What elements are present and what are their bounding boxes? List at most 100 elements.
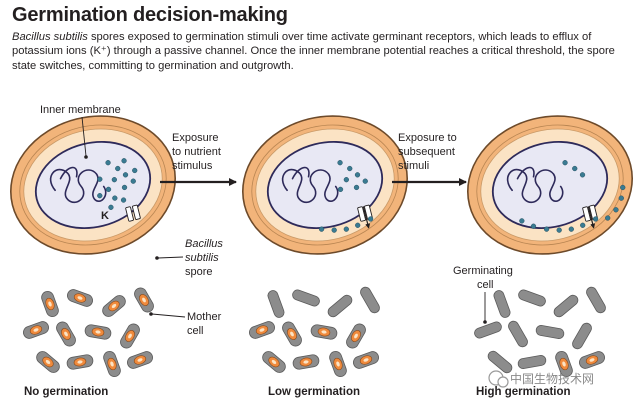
- potassium-ion-outside: [355, 222, 361, 228]
- mother-cell: [66, 354, 94, 370]
- germinating-cell: [292, 289, 320, 307]
- mother-cell: [579, 351, 605, 369]
- potassium-ion-outside: [556, 227, 562, 233]
- mother-cell-spore-core: [290, 331, 294, 337]
- spore-coat-line: [251, 124, 399, 246]
- mother-cell: [23, 321, 49, 339]
- mother-cell: [262, 351, 286, 373]
- ion-channel-left: [357, 206, 366, 222]
- figure-caption: Bacillus subtilis spores exposed to germ…: [12, 30, 632, 73]
- potassium-ion-inside: [347, 165, 353, 172]
- potassium-ion-inside: [562, 160, 568, 166]
- panel-label-high-germination: High germination: [476, 386, 571, 398]
- potassium-ion-outside: [530, 223, 537, 229]
- germinating-cell-body: [487, 350, 513, 374]
- potassium-ion-outside: [618, 195, 624, 201]
- mother-cell-spore-core: [95, 330, 101, 334]
- spore-label-line-1: Bacillus: [185, 238, 223, 250]
- ion-channel-left: [582, 206, 591, 222]
- germinating-cell-label-line-1: Germinating: [453, 265, 513, 277]
- cell-population-group: [23, 286, 606, 377]
- efflux-arrow: [362, 206, 371, 229]
- potassium-ion-outside: [543, 226, 550, 232]
- germinating-cell-body: [474, 321, 502, 339]
- spore-group: [10, 115, 633, 255]
- spore-coat-line: [19, 124, 167, 246]
- germinating-cell: [518, 289, 546, 307]
- dna-squiggle: [49, 166, 107, 204]
- mother-cell-spore-core: [64, 331, 68, 337]
- mother-cell: [134, 287, 154, 313]
- potassium-ion-inside: [353, 184, 360, 191]
- spore-label-line-3: spore: [185, 266, 213, 278]
- mother-cell-spore-core: [363, 358, 369, 362]
- potassium-ion-inside: [108, 204, 114, 210]
- mother-cell-spore-core: [45, 359, 51, 365]
- potassium-ion-outside: [331, 227, 337, 233]
- germinating-cell-body: [508, 320, 528, 348]
- arrow-2-label-line-1: Exposure to: [398, 132, 457, 144]
- germinating-cell-body: [360, 286, 380, 314]
- spore-coat-line: [476, 124, 624, 246]
- mother-cell-label-line-1: Mother: [187, 311, 222, 323]
- watermark: 中国生物技术网: [488, 370, 594, 388]
- germinating-cell-leader-dot: [483, 320, 487, 324]
- mother-cell: [282, 321, 302, 347]
- mother-cell-spore-core: [271, 359, 277, 365]
- potassium-ion-outside: [519, 218, 525, 224]
- arrow-1-label-line-2: to nutrient: [172, 146, 221, 158]
- germinating-cell-body: [267, 290, 285, 318]
- mother-cell-spore-core: [303, 360, 309, 364]
- spore-leader-dot: [155, 256, 159, 260]
- germinating-cell-body: [535, 325, 565, 339]
- mother-cell: [249, 321, 275, 339]
- arrow-2-label-line-3: stimuli: [398, 160, 429, 172]
- spore-label-leader: [157, 256, 184, 259]
- potassium-ion-inside: [122, 172, 129, 178]
- potassium-ion-outside: [580, 222, 586, 228]
- spore-1: [10, 115, 176, 255]
- mother-cell-spore-core: [354, 333, 358, 339]
- potassium-ion-inside: [112, 195, 118, 201]
- germinating-cell: [474, 321, 502, 339]
- spore-core-inner-membrane: [491, 140, 609, 230]
- mother-cell-spore-core: [48, 301, 52, 307]
- ion-channel-right: [132, 204, 141, 220]
- spore-core-inner-membrane: [266, 140, 384, 230]
- germinating-cell: [572, 322, 592, 350]
- potassium-ion-inside: [337, 186, 344, 192]
- panel-label-low-germination: Low germination: [268, 386, 360, 398]
- caption-text: spores exposed to germination stimuli ov…: [12, 31, 615, 72]
- germinating-cell: [508, 320, 528, 348]
- germinating-cell-body: [292, 289, 320, 307]
- panel-label-no-germination: No germination: [24, 386, 108, 398]
- mother-cell-spore-core: [33, 328, 39, 332]
- mother-cell: [292, 354, 320, 370]
- mother-cell: [555, 351, 573, 377]
- mother-cell-leader: [151, 313, 186, 318]
- mother-cell-spore-core: [336, 361, 340, 367]
- mother-cell: [353, 351, 379, 369]
- spore-core-inner-membrane: [34, 140, 152, 230]
- mother-cell-spore-core: [321, 330, 327, 334]
- potassium-ion-outside: [605, 215, 611, 221]
- mother-cell: [127, 351, 153, 369]
- mother-cell-spore-core: [562, 361, 566, 367]
- germinating-cell-body: [517, 355, 547, 369]
- mother-cell: [41, 291, 59, 317]
- wechat-icon-small: [497, 376, 509, 388]
- potassium-ion-outside: [367, 216, 374, 222]
- germinating-cell-body: [572, 322, 592, 350]
- germinating-cell-label-line-2: cell: [477, 279, 494, 291]
- figure-title: Germination decision-making: [12, 4, 288, 26]
- potassium-label: K: [101, 210, 109, 222]
- germinating-cell: [517, 355, 547, 369]
- potassium-ion-outside: [318, 226, 325, 232]
- germinating-cell: [493, 290, 511, 318]
- mother-cell: [329, 351, 347, 377]
- mother-cell: [103, 351, 121, 377]
- mother-cell-spore-core: [77, 360, 83, 364]
- germinating-cell-body: [493, 290, 511, 318]
- spore-label-line-2: subtilis: [185, 252, 219, 264]
- potassium-ion-inside: [343, 177, 349, 183]
